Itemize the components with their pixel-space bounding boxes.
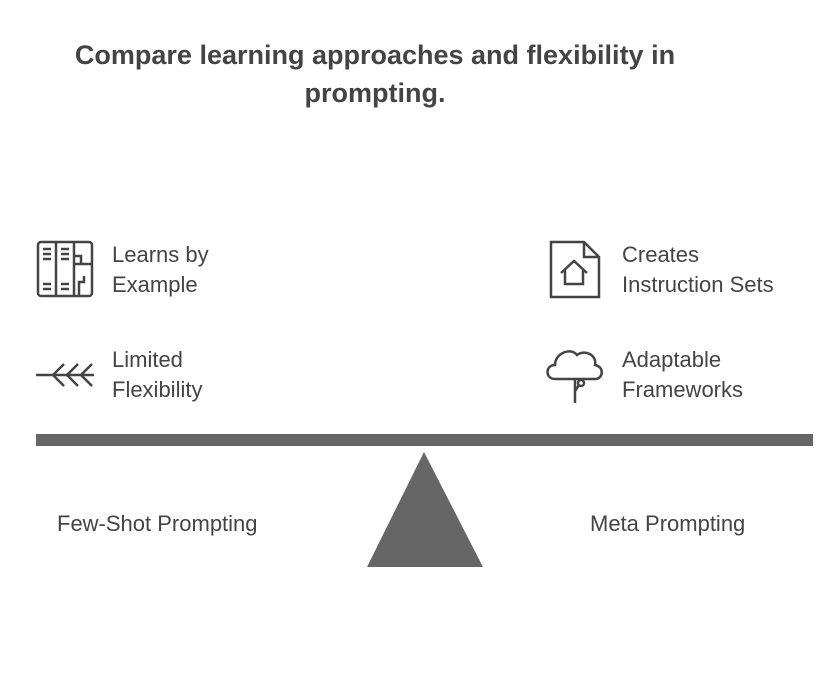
item-line: Creates [622, 242, 700, 267]
document-home-icon [548, 239, 602, 301]
arrow-fletching-icon [36, 360, 96, 390]
balance-beam [36, 434, 813, 446]
adaptable-frameworks-text: Adaptable Frameworks [622, 345, 743, 405]
tree-icon [543, 343, 607, 405]
item-line: Example [112, 272, 198, 297]
limited-flexibility-text: Limited Flexibility [112, 345, 202, 405]
meta-prompting-label: Meta Prompting [590, 511, 746, 536]
item-line: Flexibility [112, 377, 203, 402]
fulcrum-triangle [367, 452, 483, 567]
creates-instruction-sets-text: Creates Instruction Sets [622, 240, 774, 300]
diagram-title: Compare learning approaches and flexibil… [74, 40, 676, 108]
few-shot-prompting-label: Few-Shot Prompting [57, 511, 258, 536]
item-line: Instruction Sets [622, 272, 774, 297]
library-icon [36, 240, 94, 298]
item-line: Frameworks [622, 377, 744, 402]
item-line: Learns by [112, 242, 209, 267]
item-line: Limited [112, 347, 183, 372]
learns-by-example-text: Learns by Example [112, 240, 209, 300]
item-line: Adaptable [622, 347, 722, 372]
